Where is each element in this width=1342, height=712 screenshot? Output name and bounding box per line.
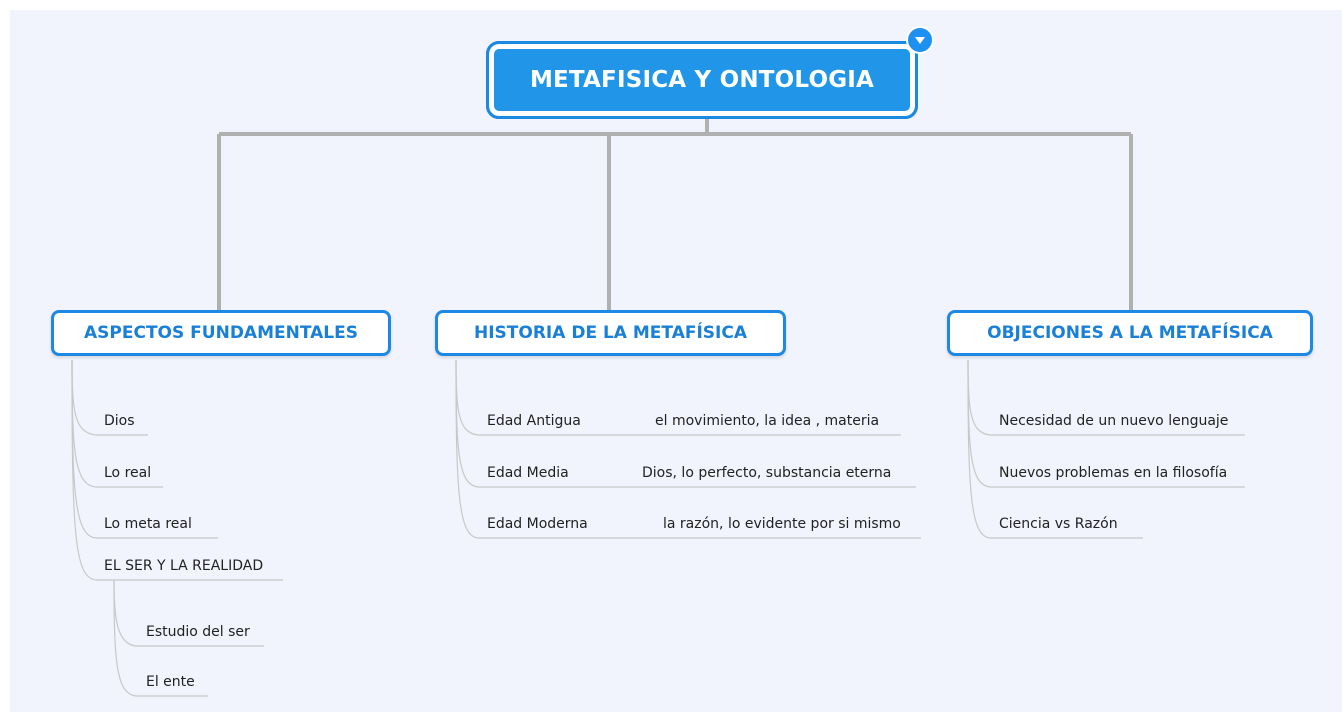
leaf-estudio-del-ser[interactable]: Estudio del ser bbox=[146, 624, 250, 640]
leaf-edad-antigua-detail: el movimiento, la idea , materia bbox=[655, 413, 880, 429]
leaf-el-ente[interactable]: El ente bbox=[146, 674, 195, 690]
leaf-edad-moderna[interactable]: Edad Moderna bbox=[487, 516, 588, 532]
leaf-edad-moderna-detail: la razón, lo evidente por si mismo bbox=[663, 516, 901, 532]
leaf-nuevos-problemas[interactable]: Nuevos problemas en la filosofía bbox=[999, 465, 1228, 481]
leaf-dios[interactable]: Dios bbox=[104, 413, 135, 429]
leaf-lo-real[interactable]: Lo real bbox=[104, 465, 152, 481]
leaf-edad-media[interactable]: Edad Media bbox=[487, 465, 569, 481]
branch-title: OBJECIONES A LA METAFÍSICA bbox=[987, 323, 1273, 343]
leaf-edad-media-detail: Dios, lo perfecto, substancia eterna bbox=[642, 465, 892, 481]
connectors bbox=[71, 116, 1245, 697]
mind-map-canvas: METAFISICA Y ONTOLOGIA ASPECTOS FUNDAMEN… bbox=[10, 10, 1342, 712]
branch-objeciones-a-la-metafisica[interactable]: OBJECIONES A LA METAFÍSICA bbox=[947, 310, 1313, 356]
branch-title: HISTORIA DE LA METAFÍSICA bbox=[474, 323, 747, 343]
branch-historia-de-la-metafisica[interactable]: HISTORIA DE LA METAFÍSICA bbox=[435, 310, 786, 356]
leaf-nuevo-lenguaje[interactable]: Necesidad de un nuevo lenguaje bbox=[999, 413, 1229, 429]
leaf-el-ser-y-la-realidad[interactable]: EL SER Y LA REALIDAD bbox=[104, 558, 264, 574]
central-topic[interactable]: METAFISICA Y ONTOLOGIA bbox=[486, 41, 918, 119]
leaf-edad-antigua[interactable]: Edad Antigua bbox=[487, 413, 581, 429]
branch-aspectos-fundamentales[interactable]: ASPECTOS FUNDAMENTALES bbox=[51, 310, 391, 356]
leaf-ciencia-vs-razon[interactable]: Ciencia vs Razón bbox=[999, 516, 1118, 532]
leaf-lo-meta-real[interactable]: Lo meta real bbox=[104, 516, 192, 532]
collapse-button[interactable] bbox=[906, 26, 934, 54]
branch-title: ASPECTOS FUNDAMENTALES bbox=[84, 323, 358, 343]
central-topic-title: METAFISICA Y ONTOLOGIA bbox=[529, 67, 875, 93]
chevron-down-icon bbox=[915, 37, 925, 44]
